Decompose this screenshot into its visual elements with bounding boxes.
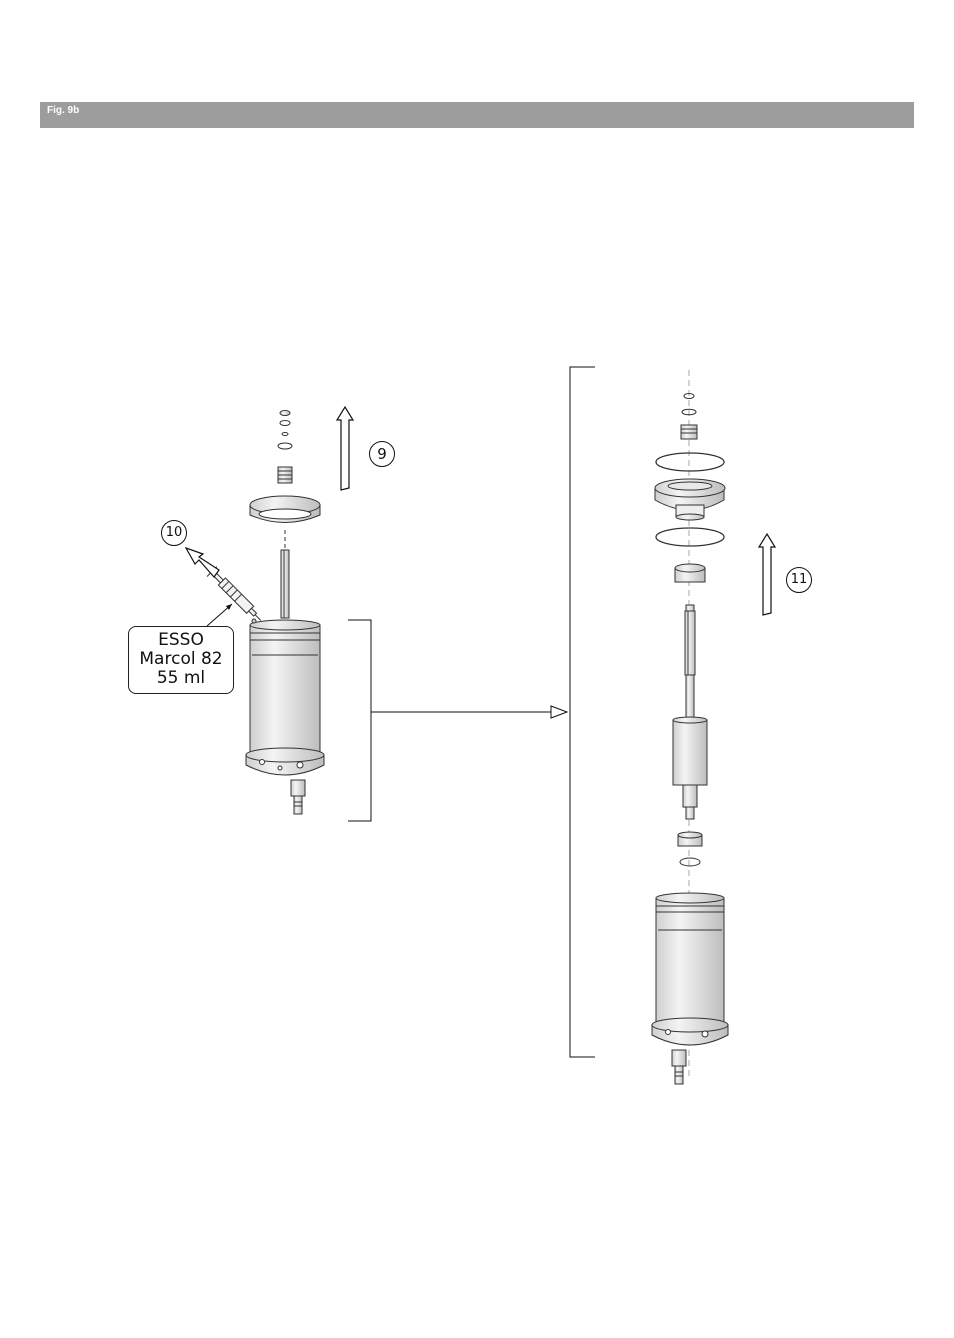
right-output-shaft [672,1050,686,1066]
step-10-number: 10 [166,525,183,540]
right-bracket [570,367,595,1057]
upper-o-ring [656,453,724,471]
callout-line-brand: ESSO [129,631,233,650]
step11-lift-arrow [759,534,775,615]
right-shaft [685,611,695,675]
step-9-number: 9 [377,445,387,463]
stator-housing [656,898,724,1030]
lubricant-callout: ESSO Marcol 82 55 ml [128,626,234,694]
left-bracket [348,620,371,821]
step-11-badge: 11 [786,567,812,593]
left-output-shaft [291,780,305,796]
connector-arrowhead [551,706,567,718]
callout-line-volume: 55 ml [129,669,233,688]
oil-drop [252,619,256,623]
lower-o-ring [656,528,724,546]
step9-lift-arrow [337,407,353,490]
step-11-number: 11 [791,572,808,587]
step-9-badge: 9 [369,441,395,467]
rotor [673,720,707,785]
left-motor-body [250,625,320,760]
left-nut-part [280,411,290,416]
left-washer-part [278,443,292,449]
callout-line-product: Marcol 82 [129,650,233,669]
right-assembly [652,370,728,1084]
step-10-badge: 10 [161,520,187,546]
left-shaft [281,550,289,618]
step10-drain-arrow [186,548,219,577]
left-assembly [207,411,324,815]
